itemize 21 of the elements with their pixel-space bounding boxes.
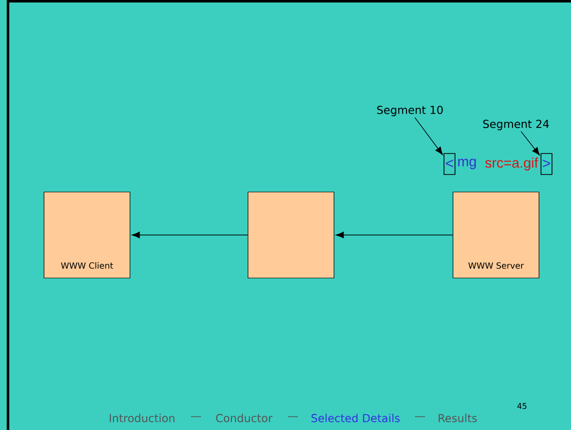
arrow [336,232,454,238]
nav-separator: — [191,416,201,418]
segment-box: < [444,153,456,175]
page-number: 45 [517,403,526,409]
nav-item: Conductor [216,414,272,422]
empty-box [248,192,334,278]
process-box: WWW Server [452,192,540,278]
nav-separator: — [415,416,425,418]
segment-label: Segment 24 [483,120,549,130]
segment-label: Segment 10 [377,106,443,116]
nav-item: Results [438,414,477,422]
tag-text: src=a.gif [485,157,538,171]
arrow [520,131,540,156]
tag-text: mg [458,158,476,170]
arrow [414,117,443,155]
nav-separator: — [288,416,298,418]
process-box: WWW Client [44,192,130,278]
arrow [132,232,248,238]
nav-item: Selected Details [312,414,400,422]
segment-box: > [540,153,552,175]
nav-item: Introduction [110,414,174,422]
